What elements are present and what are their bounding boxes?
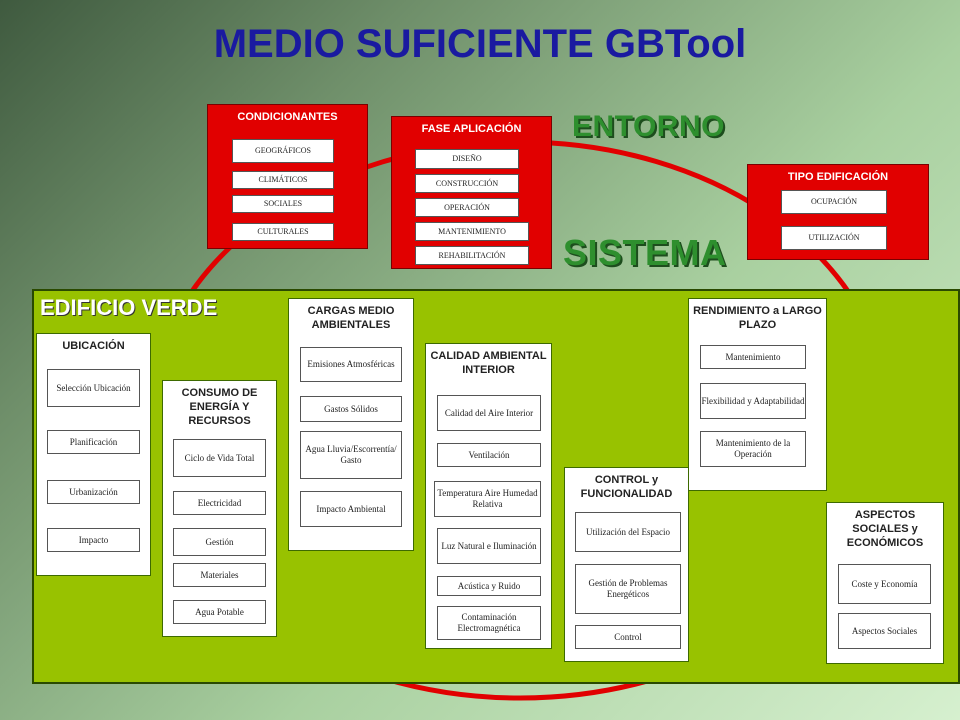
control-panel: CONTROL y FUNCIONALIDAD Utilización del … [564, 467, 689, 662]
page-title: MEDIO SUFICIENTE GBTool [213, 22, 747, 66]
aspectos-header: ASPECTOS SOCIALES y ECONÓMICOS [846, 509, 924, 549]
calidad-panel: CALIDAD AMBIENTAL INTERIOR Calidad del A… [425, 343, 552, 649]
calidad-item: Acústica y Ruido [437, 576, 541, 596]
calidad-header: CALIDAD AMBIENTAL INTERIOR [430, 350, 547, 376]
condicionantes-item: CULTURALES [232, 223, 334, 241]
tipo-edificacion-box: TIPO EDIFICACIÓN OCUPACIÓN UTILIZACIÓN [747, 164, 929, 260]
fase-aplicacion-box: FASE APLICACIÓN DISEÑO CONSTRUCCIÓN OPER… [391, 116, 552, 269]
condicionantes-item: SOCIALES [232, 195, 334, 213]
calidad-item: Temperatura Aire Humedad Relativa [434, 481, 541, 517]
rendimiento-item: Mantenimiento [700, 345, 806, 369]
fase-aplicacion-item: OPERACIÓN [415, 198, 519, 217]
tipo-edificacion-item: UTILIZACIÓN [781, 226, 887, 250]
aspectos-item: Aspectos Sociales [838, 613, 931, 649]
fase-aplicacion-item: DISEÑO [415, 149, 519, 169]
fase-aplicacion-header: FASE APLICACIÓN [421, 123, 522, 135]
fase-aplicacion-item: REHABILITACIÓN [415, 246, 529, 265]
consumo-item: Electricidad [173, 491, 266, 515]
condicionantes-item: CLIMÁTICOS [232, 171, 334, 189]
condicionantes-header: CONDICIONANTES [237, 111, 338, 123]
consumo-item: Materiales [173, 563, 266, 587]
ubicacion-panel: UBICACIÓN Selección Ubicación Planificac… [36, 333, 151, 576]
control-item: Utilización del Espacio [575, 512, 681, 552]
cargas-header: CARGAS MEDIO AMBIENTALES [307, 305, 395, 331]
consumo-panel: CONSUMO DE ENERGÍA Y RECURSOS Ciclo de V… [162, 380, 277, 637]
ubicacion-header: UBICACIÓN [62, 340, 125, 352]
consumo-header: CONSUMO DE ENERGÍA Y RECURSOS [181, 387, 258, 427]
fase-aplicacion-item: MANTENIMIENTO [415, 222, 529, 241]
cargas-panel: CARGAS MEDIO AMBIENTALES Emisiones Atmos… [288, 298, 414, 551]
fase-aplicacion-item: CONSTRUCCIÓN [415, 174, 519, 193]
tipo-edificacion-header: TIPO EDIFICACIÓN [787, 171, 889, 183]
rendimiento-header: RENDIMIENTO a LARGO PLAZO [693, 305, 822, 331]
calidad-item: Luz Natural e Iluminación [437, 528, 541, 564]
consumo-item: Ciclo de Vida Total [173, 439, 266, 477]
ubicacion-item: Urbanización [47, 480, 140, 504]
rendimiento-panel: RENDIMIENTO a LARGO PLAZO Mantenimiento … [688, 298, 827, 491]
cargas-item: Emisiones Atmosféricas [300, 347, 402, 382]
tipo-edificacion-item: OCUPACIÓN [781, 190, 887, 214]
rendimiento-item: Flexibilidad y Adaptabilidad [700, 383, 806, 419]
calidad-item: Calidad del Aire Interior [437, 395, 541, 431]
sistema-label: SISTEMA [563, 232, 727, 273]
cargas-item: Gastos Sólidos [300, 396, 402, 422]
aspectos-panel: ASPECTOS SOCIALES y ECONÓMICOS Coste y E… [826, 502, 944, 664]
aspectos-item: Coste y Economía [838, 564, 931, 604]
control-item: Gestión de Problemas Energéticos [575, 564, 681, 614]
ubicacion-item: Impacto [47, 528, 140, 552]
consumo-item: Gestión [173, 528, 266, 556]
entorno-label: ENTORNO [572, 110, 725, 143]
consumo-item: Agua Potable [173, 600, 266, 624]
control-item: Control [575, 625, 681, 649]
ubicacion-item: Planificación [47, 430, 140, 454]
edificio-verde-label: EDIFICIO VERDE [40, 295, 218, 320]
condicionantes-item: GEOGRÁFICOS [232, 139, 334, 163]
control-header: CONTROL y FUNCIONALIDAD [580, 474, 673, 500]
cargas-item: Impacto Ambiental [300, 491, 402, 527]
cargas-item: Agua Lluvia/Escorrentía/ Gasto [300, 431, 402, 479]
rendimiento-item: Mantenimiento de la Operación [700, 431, 806, 467]
calidad-item: Contaminación Electromagnética [437, 606, 541, 640]
condicionantes-box: CONDICIONANTES GEOGRÁFICOS CLIMÁTICOS SO… [207, 104, 368, 249]
calidad-item: Ventilación [437, 443, 541, 467]
ubicacion-item: Selección Ubicación [47, 369, 140, 407]
